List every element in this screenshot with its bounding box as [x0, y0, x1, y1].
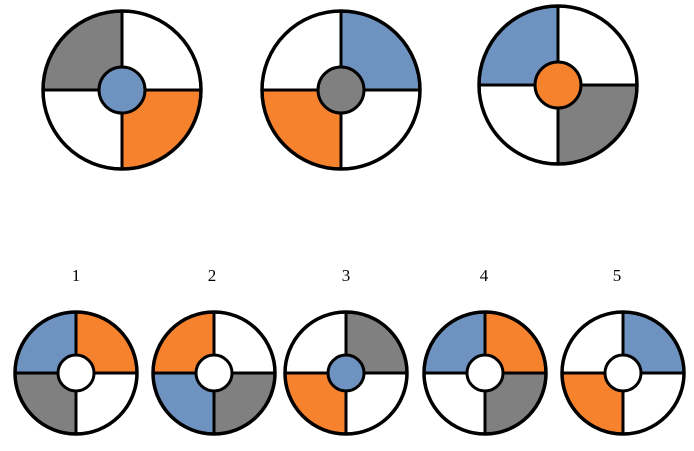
option-label-3: 3 — [341, 266, 351, 285]
outer-ring — [477, 4, 639, 166]
option-circle-4 — [422, 310, 548, 436]
outer-ring — [560, 310, 686, 436]
outer-ring — [260, 9, 422, 171]
center-circle — [194, 353, 234, 393]
question-circle-2 — [260, 9, 422, 171]
option-circle-1 — [13, 310, 139, 436]
option-circle-3 — [283, 310, 409, 436]
center-circle — [56, 353, 96, 393]
center-circle — [465, 353, 505, 393]
option-label-2: 2 — [207, 266, 217, 285]
option-label-5: 5 — [612, 266, 622, 285]
outer-ring — [422, 310, 548, 436]
center-circle — [326, 353, 366, 393]
outer-ring — [13, 310, 139, 436]
center-circle — [97, 65, 147, 115]
outer-ring — [41, 9, 203, 171]
option-label-1: 1 — [71, 266, 81, 285]
center-circle — [603, 353, 643, 393]
outer-ring — [151, 310, 277, 436]
question-circle-1 — [41, 9, 203, 171]
outer-ring — [283, 310, 409, 436]
option-circle-2 — [151, 310, 277, 436]
option-label-4: 4 — [479, 266, 489, 285]
center-circle — [316, 65, 366, 115]
center-circle — [533, 60, 583, 110]
option-circle-5 — [560, 310, 686, 436]
question-circle-3 — [477, 4, 639, 166]
